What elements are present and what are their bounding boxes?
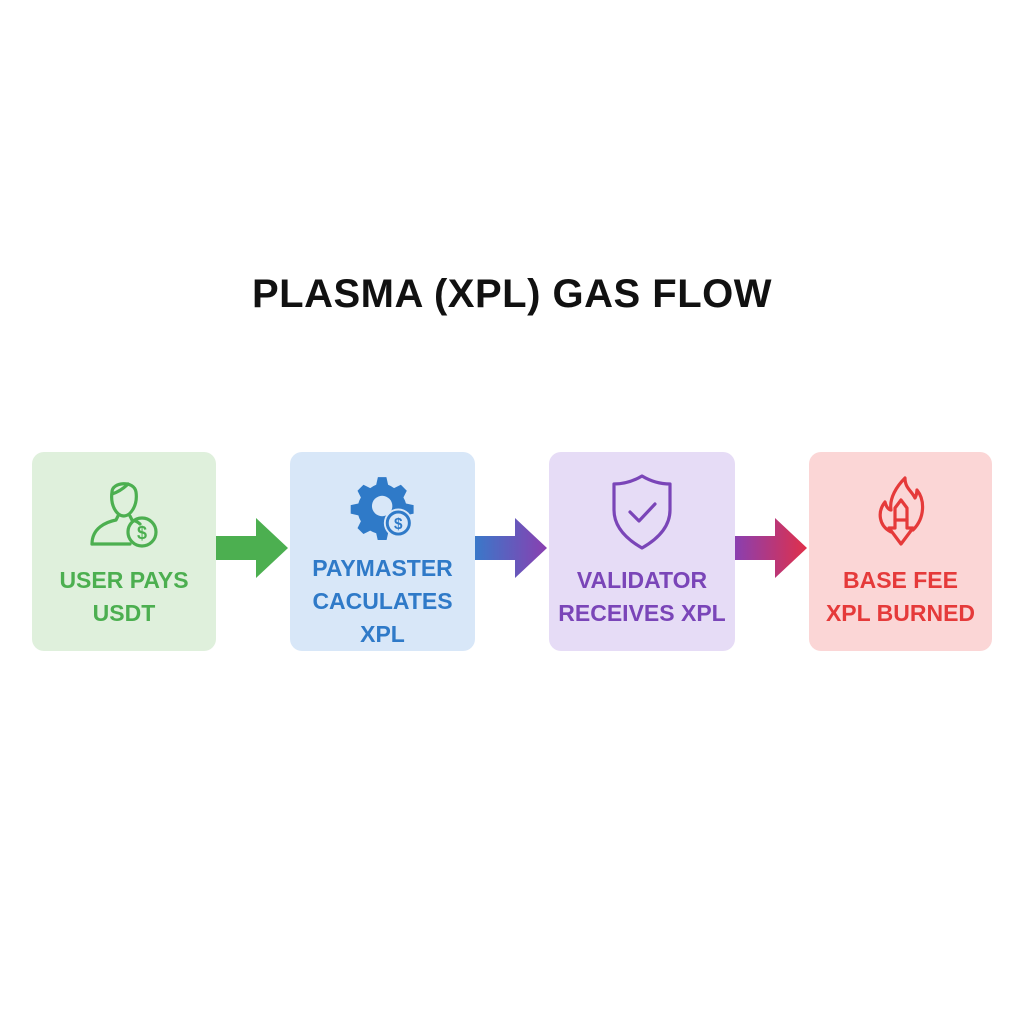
step-label-line2: RECEIVES XPL <box>558 600 726 626</box>
step-label-line2: CACULATES XPL <box>312 588 453 647</box>
svg-text:$: $ <box>137 523 147 543</box>
step-label: BASE FEE XPL BURNED <box>826 564 975 630</box>
diagram-title: PLASMA (XPL) GAS FLOW <box>251 272 773 316</box>
step-label-line2: XPL BURNED <box>825 600 976 626</box>
step-label-line2: USDT <box>92 600 156 626</box>
step-label-line1: USER PAYS <box>59 567 189 593</box>
flame-down-arrow-icon <box>878 476 924 546</box>
gear-dollar-icon: $ <box>350 477 414 540</box>
step-label: PAYMASTER CACULATES XPL <box>290 552 475 651</box>
step-paymaster: $ PAYMASTER CACULATES XPL <box>290 452 475 651</box>
step-validator: VALIDATOR RECEIVES XPL <box>549 452 735 651</box>
step-label-line1: BASE FEE <box>842 567 958 593</box>
shield-check-icon <box>612 474 672 550</box>
flow-arrow-3 <box>735 518 807 578</box>
user-dollar-icon: $ <box>90 482 158 548</box>
step-label: USER PAYS USDT <box>59 564 188 630</box>
flow-arrow-1 <box>216 518 288 578</box>
flow-arrow-2 <box>475 518 547 578</box>
svg-text:$: $ <box>394 516 403 533</box>
step-user-pays: $ USER PAYS USDT <box>32 452 216 651</box>
step-label-line1: VALIDATOR <box>576 567 708 593</box>
step-label: VALIDATOR RECEIVES XPL <box>558 564 725 630</box>
step-label-line1: PAYMASTER <box>312 555 453 581</box>
step-base-fee-burned: BASE FEE XPL BURNED <box>809 452 992 651</box>
